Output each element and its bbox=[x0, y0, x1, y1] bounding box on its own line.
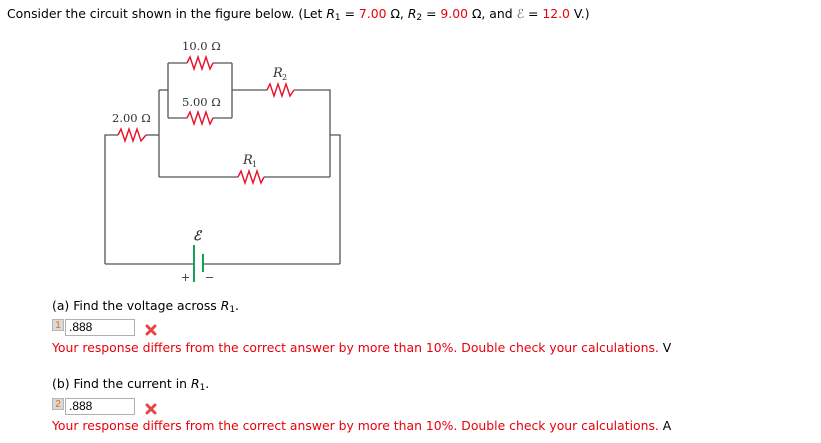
resistor-10-ohm bbox=[186, 54, 214, 72]
answer-input-a[interactable]: .888 bbox=[65, 318, 135, 336]
r2-symbol: R bbox=[407, 6, 417, 21]
r1-value: 7.00 bbox=[358, 6, 387, 21]
ohm-unit: Ω, and bbox=[468, 6, 517, 21]
punctuation: . bbox=[235, 298, 239, 313]
battery-icon bbox=[193, 245, 204, 282]
label-r1-subscript: 1 bbox=[252, 160, 257, 169]
r1-subscript: 1 bbox=[199, 383, 206, 393]
resistor-r2 bbox=[266, 81, 295, 99]
r1-subscript: 1 bbox=[334, 13, 341, 23]
r2-subscript: 2 bbox=[416, 13, 423, 23]
emf-symbol: ℰ bbox=[516, 6, 525, 21]
label-5-ohm: 5.00 Ω bbox=[182, 95, 221, 109]
volt-unit: V.) bbox=[569, 6, 590, 21]
part-a-question: (a) Find the voltage across R1. bbox=[52, 298, 239, 315]
label-plus: + bbox=[181, 271, 190, 284]
punctuation: . bbox=[205, 376, 210, 391]
r1-subscript: 1 bbox=[229, 305, 236, 315]
answer-input-b[interactable]: .888 bbox=[65, 397, 135, 415]
label-r2: R bbox=[272, 66, 283, 81]
emf-value: 12.0 bbox=[542, 6, 570, 21]
unit-label: V bbox=[662, 340, 672, 355]
label-10-ohm: 10.0 Ω bbox=[182, 39, 221, 53]
label-r2-subscript: 2 bbox=[282, 73, 287, 82]
r1-symbol: R bbox=[326, 6, 335, 21]
resistors bbox=[117, 54, 295, 186]
unit-label: A bbox=[662, 418, 672, 433]
equals-sign: = bbox=[340, 6, 359, 21]
answer-badge-1: 1 bbox=[52, 319, 64, 331]
incorrect-x-icon bbox=[145, 403, 157, 415]
incorrect-x-icon bbox=[145, 324, 157, 336]
r1-symbol: R bbox=[190, 376, 200, 391]
part-a-feedback: Your response differs from the correct a… bbox=[52, 340, 671, 355]
r2-value: 9.00 bbox=[440, 6, 469, 21]
question-text: (b) Find the current in bbox=[52, 376, 191, 391]
feedback-text: Your response differs from the correct a… bbox=[52, 340, 659, 355]
part-b-answer-row: 2 .888 bbox=[52, 397, 157, 415]
resistor-r1 bbox=[237, 168, 265, 186]
answer-badge-2: 2 bbox=[52, 398, 64, 410]
label-2-ohm: 2.00 Ω bbox=[112, 111, 151, 125]
equals-sign: = bbox=[422, 6, 441, 21]
part-b-question: (b) Find the current in R1. bbox=[52, 376, 209, 393]
ohm-unit: Ω, bbox=[386, 6, 408, 21]
part-a-answer-row: 1 .888 bbox=[52, 318, 157, 336]
label-r1: R bbox=[242, 153, 253, 168]
resistor-2-ohm bbox=[117, 126, 147, 144]
equals-sign: = bbox=[524, 6, 543, 21]
problem-statement: Consider the circuit shown in the figure… bbox=[7, 6, 590, 23]
circuit-wires bbox=[104, 62, 341, 265]
circuit-diagram: 10.0 Ω 5.00 Ω 2.00 Ω R 2 R 1 ℰ + − bbox=[104, 39, 341, 284]
part-b-feedback: Your response differs from the correct a… bbox=[52, 418, 671, 433]
question-text: (a) Find the voltage across bbox=[52, 298, 221, 313]
label-emf: ℰ bbox=[193, 229, 203, 244]
resistor-5-ohm bbox=[186, 109, 214, 127]
prompt-lead: Consider the circuit shown in the figure… bbox=[7, 6, 327, 21]
feedback-text: Your response differs from the correct a… bbox=[52, 418, 659, 433]
label-minus: − bbox=[205, 271, 214, 284]
r1-symbol: R bbox=[220, 298, 230, 313]
